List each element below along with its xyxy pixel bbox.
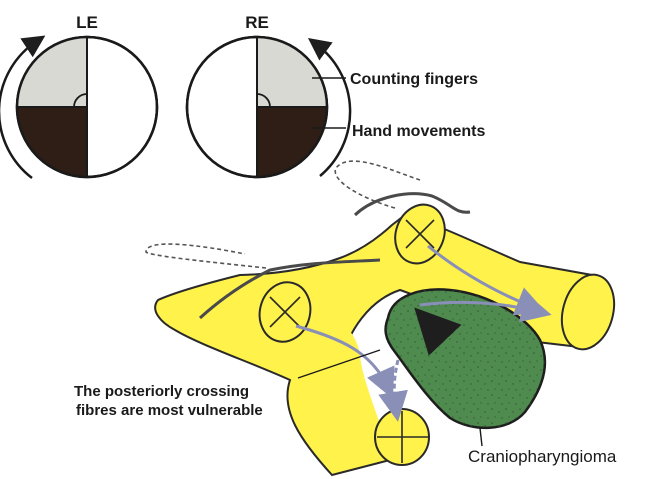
left-eye-label: LE bbox=[76, 13, 98, 32]
crossing-fibres-label-line2: fibres are most vulnerable bbox=[76, 402, 263, 419]
right-eye-label: RE bbox=[245, 13, 269, 32]
optic-chiasm bbox=[146, 161, 622, 475]
tumour-leader bbox=[480, 428, 482, 446]
dashed-nerve-outline-front bbox=[146, 244, 266, 268]
right-eye-field: RE bbox=[187, 13, 350, 177]
counting-fingers-label: Counting fingers bbox=[350, 71, 478, 88]
crossing-fibres-label-line1: The posteriorly crossing bbox=[74, 383, 249, 400]
fibre-arrow-lower bbox=[394, 360, 398, 410]
left-eye-field: LE bbox=[0, 13, 157, 178]
hand-movements-label: Hand movements bbox=[352, 123, 485, 140]
craniopharyngioma-label: Craniopharyngioma bbox=[468, 447, 617, 466]
